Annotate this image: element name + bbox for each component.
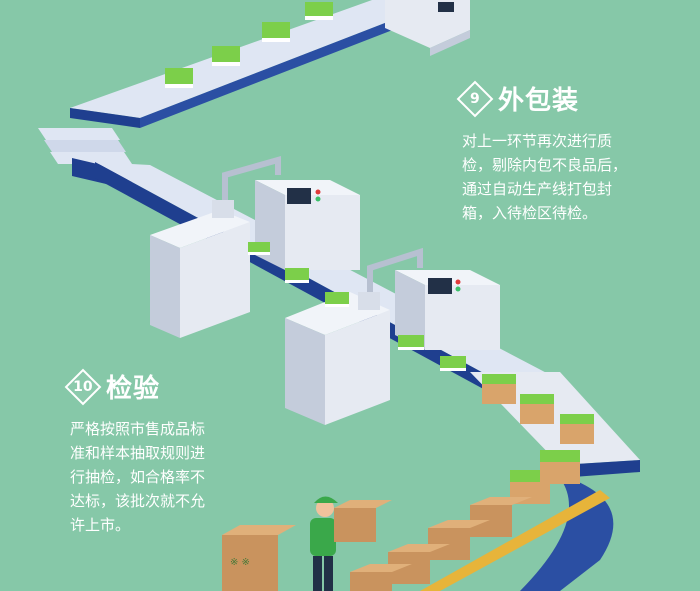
step-description-line: 严格按照市售成品标: [70, 420, 206, 438]
step-description-line: 通过自动生产线打包封: [462, 180, 613, 198]
step-description-line: 准和样本抽取规则进: [70, 444, 206, 462]
step-description-line: 箱，入待检区待检。: [462, 204, 598, 222]
upper-conveyor: [70, 0, 470, 128]
packing-machine-1: [150, 156, 360, 338]
svg-text:※ ※: ※ ※: [230, 557, 250, 568]
step-description-line: 达标，该批次就不允: [70, 492, 206, 510]
cardboard-boxes: ※ ※: [222, 374, 594, 591]
step-heading: 10 检验: [64, 368, 270, 405]
upper-products: [165, 2, 333, 88]
step-heading: 9 外包装: [456, 80, 692, 117]
step-number: 9: [470, 90, 480, 107]
step-number-badge: 9: [456, 80, 494, 117]
worker: [310, 496, 392, 591]
step-number: 10: [73, 378, 93, 395]
packing-machine-2: [285, 247, 500, 425]
step-description-line: 许上市。: [70, 516, 131, 534]
step-title: 检验: [106, 374, 161, 404]
top-machine: [385, 0, 470, 56]
step-description: 严格按照市售成品标 准和样本抽取规则进 行抽检，如合格率不 达标，该批次就不允 …: [70, 417, 270, 537]
step-inspection: 10 检验 严格按照市售成品标 准和样本抽取规则进 行抽检，如合格率不 达标，该…: [64, 368, 270, 537]
belt-products: [248, 242, 466, 371]
left-rails: [38, 128, 132, 190]
step-number-badge: 10: [64, 368, 102, 405]
step-outer-packaging: 9 外包装 对上一环节再次进行质 检，剔除内包不良品后， 通过自动生产线打包封 …: [456, 80, 692, 225]
step-description-line: 对上一环节再次进行质: [462, 132, 613, 150]
step-title: 外包装: [498, 86, 580, 116]
step-description-line: 检，剔除内包不良品后，: [462, 156, 628, 174]
step-description-line: 行抽检，如合格率不: [70, 468, 206, 486]
step-description: 对上一环节再次进行质 检，剔除内包不良品后， 通过自动生产线打包封 箱，入待检区…: [462, 129, 692, 225]
